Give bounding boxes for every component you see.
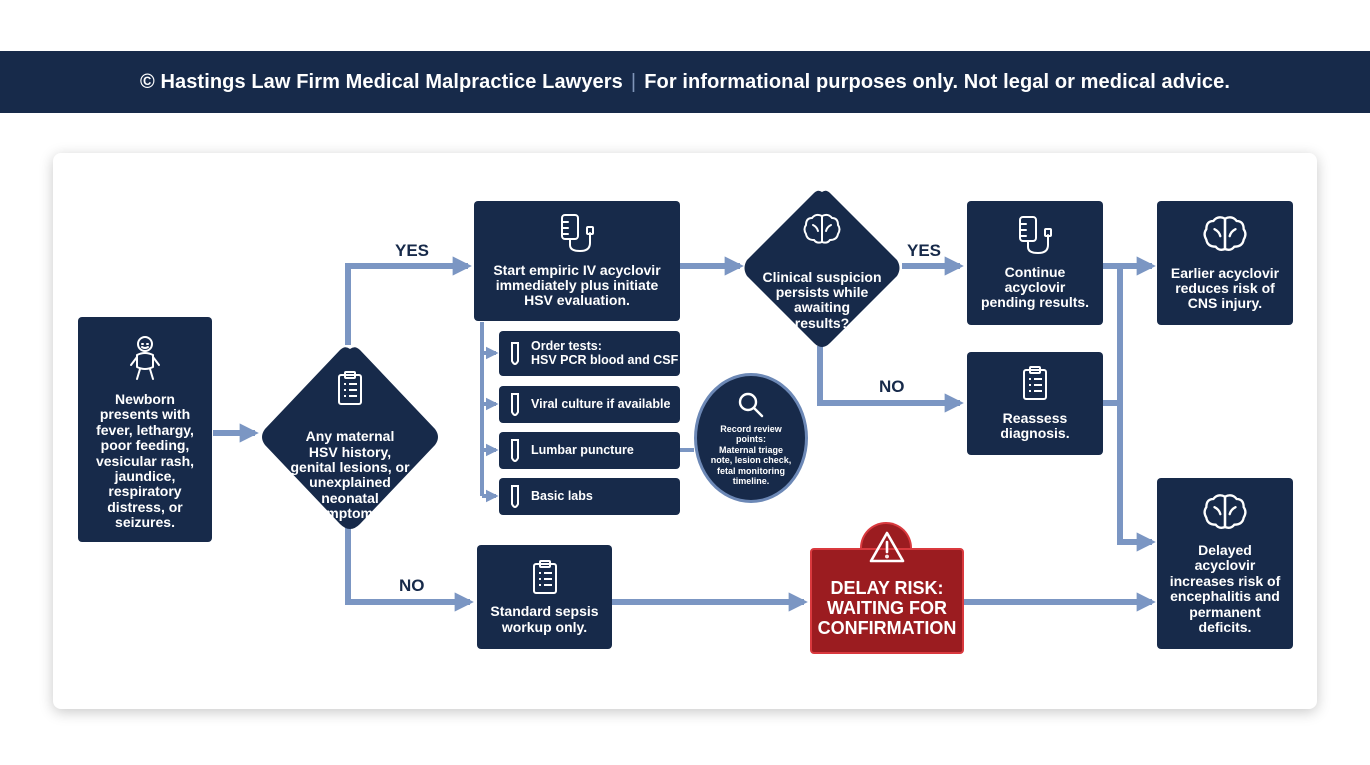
clipboard-icon (531, 559, 559, 598)
record-review-text: Record review points: Maternal triage no… (710, 424, 792, 486)
arrow-yes-branch (345, 256, 472, 345)
test-tube-icon (509, 438, 521, 468)
continue-text: Continue acyclovir pending results. (980, 263, 1090, 311)
brain-icon (1201, 214, 1249, 259)
earlier-acyclovir-outcome: Earlier acyclovir reduces risk of CNS in… (1157, 201, 1293, 325)
brain-icon (1201, 492, 1249, 537)
clipboard-icon (336, 354, 364, 409)
arrow-to-delayed-outcome (1117, 266, 1156, 552)
earlier-text: Earlier acyclovir reduces risk of CNS in… (1170, 264, 1280, 312)
yes-label-top: YES (395, 241, 430, 260)
test-item-basic-labs: Basic labs (499, 478, 680, 515)
record-review-callout: Record review points: Maternal triage no… (694, 373, 808, 503)
delay-risk-text: DELAY RISK: WAITING FOR CONFIRMATION (817, 577, 957, 639)
start-acyclovir-text: Start empiric IV acyclovir immediately p… (493, 261, 661, 309)
banner-separator: | (630, 70, 637, 93)
maternal-history-decision: Any maternal HSV history, genital lesion… (259, 345, 441, 529)
test-tube-icon (509, 392, 521, 422)
no-label-bottom: NO (399, 576, 425, 595)
suspicion-question-text: Clinical suspicion persists while awaiti… (762, 268, 882, 331)
standard-sepsis-node: Standard sepsis workup only. (477, 545, 612, 649)
test-basic-labs-text: Basic labs (531, 488, 593, 503)
no-label-right: NO (879, 377, 905, 396)
delay-risk-alert: DELAY RISK: WAITING FOR CONFIRMATION (810, 548, 964, 654)
reassess-diagnosis-node: Reassess diagnosis. (967, 352, 1103, 455)
reassess-text: Reassess diagnosis. (1000, 409, 1070, 442)
delayed-acyclovir-outcome: Delayed acyclovir increases risk of ence… (1157, 478, 1293, 649)
newborn-presentation-node: Newborn presents with fever, lethargy, p… (78, 317, 212, 542)
brain-icon (802, 197, 842, 252)
iv-bag-icon (556, 213, 598, 256)
delayed-text: Delayed acyclovir increases risk of ence… (1169, 542, 1281, 635)
arrow-no-reassess (817, 346, 964, 413)
test-lumbar-puncture-text: Lumbar puncture (531, 442, 634, 457)
warning-icon (868, 530, 906, 569)
magnifier-icon (736, 390, 766, 422)
clipboard-icon (1021, 365, 1049, 404)
continue-acyclovir-node: Continue acyclovir pending results. (967, 201, 1103, 325)
iv-bag-icon (1014, 215, 1056, 258)
test-item-viral-culture: Viral culture if available (499, 386, 680, 423)
test-item-hsv-pcr: Order tests: HSV PCR blood and CSF (499, 331, 680, 376)
test-viral-culture-text: Viral culture if available (531, 396, 671, 411)
arrow-no-branch (345, 528, 474, 612)
test-tube-icon (509, 341, 521, 371)
test-tube-icon (509, 484, 521, 514)
test-hsv-pcr-text: Order tests: HSV PCR blood and CSF (531, 338, 679, 367)
yes-label-right: YES (907, 241, 942, 260)
baby-icon (128, 335, 162, 386)
maternal-question-text: Any maternal HSV history, genital lesion… (290, 428, 410, 522)
sepsis-text: Standard sepsis workup only. (490, 603, 599, 635)
clinical-suspicion-decision: Clinical suspicion persists while awaiti… (742, 189, 902, 347)
test-item-lumbar-puncture: Lumbar puncture (499, 432, 680, 469)
newborn-text: Newborn presents with fever, lethargy, p… (95, 390, 195, 531)
start-acyclovir-node: Start empiric IV acyclovir immediately p… (474, 201, 680, 321)
disclaimer-banner: © Hastings Law Firm Medical Malpractice … (0, 51, 1370, 113)
banner-firm-text: © Hastings Law Firm Medical Malpractice … (139, 70, 623, 93)
flowchart-panel (53, 153, 1317, 709)
banner-disclaimer-text: For informational purposes only. Not leg… (644, 70, 1231, 93)
